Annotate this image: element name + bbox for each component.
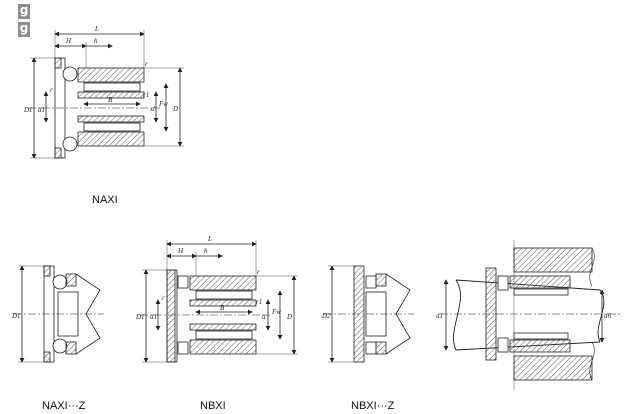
dim-label-r1: r1 — [143, 91, 149, 99]
dim-label-D1-nbxi: D1 — [135, 313, 145, 321]
dim-label-D1-naxi-z: D1 — [11, 312, 21, 320]
dim-label-r-left: r — [50, 86, 53, 94]
naxi-dimension-labels: L H h r r r1 B d Fw D D1 d1 — [23, 25, 178, 114]
dim-label-B: B — [108, 96, 113, 104]
naxi-figure — [28, 30, 184, 159]
dim-label-D: D — [172, 105, 178, 113]
dim-label-D1: D1 — [23, 106, 33, 114]
dim-label-r-nbxi: r — [257, 268, 260, 276]
dim-label-B-nbxi: B — [220, 304, 225, 312]
nbxi-z-figure — [324, 265, 414, 363]
caption-naxi: NAXI — [92, 194, 118, 206]
dim-label-r-left-nbxi: r — [162, 294, 165, 302]
dim-label-Fw-nbxi: Fw — [271, 308, 281, 316]
dim-label-h-nbxi: h — [204, 247, 208, 255]
dim-label-d-nbxi: d — [262, 313, 266, 321]
naxi-z-figure — [14, 265, 104, 363]
caption-nbxi: NBXI — [200, 400, 226, 412]
dim-label-d1: d1 — [38, 106, 45, 114]
caption-naxi-z: NAXI···Z — [42, 400, 86, 412]
dim-label-d1-mounting: d1 — [436, 312, 443, 320]
mounting-example-figure — [440, 240, 620, 390]
dim-label-L-nbxi: L — [207, 235, 212, 243]
dim-label-L: L — [94, 25, 99, 33]
dim-label-H: H — [65, 37, 72, 45]
nbxi-figure — [140, 240, 298, 363]
dim-label-d1-nbxi: d1 — [150, 313, 157, 321]
nbxi-dimension-labels: L H h r r r1 B d Fw D D1 d1 — [135, 235, 292, 321]
dim-label-d: d — [151, 105, 155, 113]
dim-label-d6-mounting: d6 — [604, 312, 612, 320]
dim-label-H-nbxi: H — [177, 247, 184, 255]
dim-label-D2-nbxi-z: D2 — [321, 312, 331, 320]
dim-label-r1-nbxi: r1 — [256, 298, 262, 306]
page-marker-bottom: g — [18, 21, 30, 37]
dim-label-r: r — [145, 60, 148, 68]
dim-label-D-nbxi: D — [286, 313, 292, 321]
dim-label-h: h — [94, 37, 98, 45]
page-marker-top: g — [18, 3, 30, 19]
dim-label-Fw: Fw — [158, 100, 168, 108]
caption-nbxi-z: NBXI···Z — [351, 400, 395, 412]
